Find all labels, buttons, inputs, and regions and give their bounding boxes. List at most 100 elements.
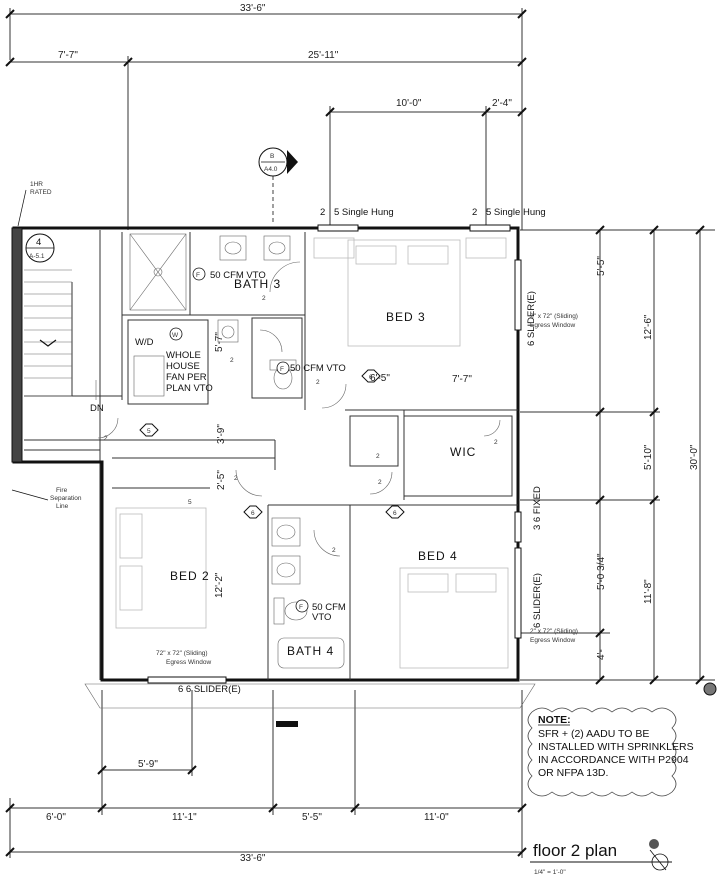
interior-walls: [24, 232, 518, 680]
int-dim-6-5: 6'-5": [370, 373, 390, 384]
dim-right-1: 5'-5": [596, 256, 607, 276]
windows: [147, 224, 522, 684]
single-hung-2: 5 Single Hung: [486, 207, 546, 218]
svg-text:6: 6: [369, 374, 373, 381]
int-dim-2-5: 2'-5": [216, 470, 227, 490]
slider-bed2: 6 6 SLIDER(E): [178, 684, 241, 695]
room-bath4: BATH 4: [287, 644, 334, 658]
single-hung-2-pre: 2: [472, 207, 477, 218]
fire-sep-2: Separation: [50, 495, 82, 502]
section-marker-top: B: [270, 153, 274, 160]
room-bed3: BED 3: [386, 310, 426, 324]
whole-house-1: WHOLE: [166, 350, 201, 361]
note-cloud: NOTE: SFR + (2) AADU TO BE INSTALLED WIT…: [527, 707, 694, 797]
title-marker-icon: [649, 839, 659, 849]
door-label-closet: 2: [376, 453, 380, 460]
dim-bottom-4: 11'-0": [424, 812, 449, 823]
door-label-bath3: 2: [262, 295, 266, 302]
room-bath3: BATH 3: [234, 277, 281, 291]
dim-top-left: 7'-7": [58, 50, 78, 61]
room-bed2: BED 2: [170, 569, 210, 583]
dim-bottom-1: 6'-0": [46, 812, 66, 823]
door-tag-stair: 5: [139, 423, 159, 437]
detail-tag-top: 4: [36, 237, 41, 248]
stair-dn-label: DN: [90, 403, 104, 414]
note-line-4: OR NFPA 13D.: [538, 767, 608, 779]
egress-bed4-1: 2" x 72" (Sliding): [530, 628, 578, 635]
door-label-bed4: 2: [378, 479, 382, 486]
window-tag-hall: 6: [361, 369, 381, 383]
door-label-closet-bed2: 5: [188, 499, 192, 506]
dim-bottom-small: 5'-9": [138, 759, 158, 770]
dimension-lines: [9, 8, 715, 858]
int-dim-5-7: 5'-7": [214, 332, 225, 352]
fan-symbols: [169, 267, 309, 613]
section-marker: B A4.0: [258, 147, 298, 224]
dim-bottom-3: 5'-5": [302, 812, 322, 823]
door-label-laundry: 2: [230, 357, 234, 364]
exterior-walls: [11, 226, 536, 709]
svg-text:6: 6: [251, 510, 255, 517]
dim-right-2: 12'-6": [643, 314, 654, 340]
dim-window-span: 10'-0": [396, 98, 422, 109]
egress-bed2-1: 72" x 72" (Sliding): [156, 650, 208, 657]
single-hung-1: 5 Single Hung: [334, 207, 394, 218]
marker-bar: [276, 721, 298, 727]
slider-bed4: 6 SLIDER(E): [532, 573, 543, 628]
vto-bath3: 50 CFM VTO: [210, 270, 266, 281]
int-dim-7-7: 7'-7": [452, 374, 472, 385]
vto-hall: 50 CFM VTO: [290, 363, 346, 374]
dim-right-7: 4'-: [596, 649, 607, 660]
dim-overall-bottom: 33'-6": [240, 853, 266, 864]
fixed-bed4: 3 6 FIXED: [532, 486, 543, 530]
door-label-bath4: 2: [332, 547, 336, 554]
note-line-1: SFR + (2) AADU TO BE: [538, 728, 649, 740]
dim-overall-top: 33'-6": [240, 3, 266, 14]
egress-bed4-2: Egress Window: [530, 637, 575, 644]
egress-bed3-1: 2" x 72" (Sliding): [530, 313, 578, 320]
fire-sep-1: Fire: [56, 487, 68, 494]
dim-right-4: 30'-0": [689, 444, 700, 470]
single-hung-1-pre: 2: [320, 207, 325, 218]
detail-tag-bottom: A-5.1: [29, 253, 45, 260]
slider-bed3: 6 SLIDER(E): [526, 291, 537, 346]
fire-sep-3: Line: [56, 503, 69, 510]
door-label-wic: 2: [494, 439, 498, 446]
plan-title: floor 2 plan: [533, 841, 617, 860]
whole-house-3: FAN PER: [166, 372, 207, 383]
egress-bed3-2: Egress Window: [530, 322, 575, 329]
door-label-bed2: 2: [234, 475, 238, 482]
note-line-2: INSTALLED WITH SPRINKLERS: [538, 741, 694, 753]
washer-icon: W: [172, 332, 179, 339]
whole-house-4: PLAN VTO: [166, 383, 213, 394]
room-bed4: BED 4: [418, 549, 458, 563]
dim-window-span2: 2'-4": [492, 98, 512, 109]
window-tag-bed2: 6: [243, 505, 263, 519]
shower: [129, 233, 187, 311]
vto-bath4-1: 50 CFM: [312, 602, 346, 613]
room-wd: W/D: [135, 337, 154, 348]
title-block: floor 2 plan 1/4" = 1'-0": [530, 839, 672, 876]
dim-right-5: 5'-0 3/4": [596, 553, 607, 590]
detail-tag: 4 A-5.1: [25, 233, 55, 263]
door-swings: [97, 261, 501, 557]
dim-bottom-2: 11'-1": [172, 812, 197, 823]
furniture: [115, 237, 509, 669]
plan-scale: 1/4" = 1'-0": [534, 869, 566, 876]
egress-bed2-2: Egress Window: [166, 659, 211, 666]
fan-icon-bath3: F: [196, 272, 200, 279]
int-dim-12-2: 12'-2": [214, 572, 225, 598]
whole-house-2: HOUSE: [166, 361, 200, 372]
svg-text:5: 5: [147, 428, 151, 435]
int-dim-3-9: 3'-9": [216, 424, 227, 444]
north-arrow-icon: [651, 853, 669, 871]
stairs: [24, 269, 97, 400]
dim-right-6: 11'-8": [643, 579, 654, 604]
door-label-stair: 2: [104, 435, 108, 442]
dim-top-right: 25'-11": [308, 50, 339, 61]
grid-marker-icon: [703, 682, 717, 696]
room-wic: WIC: [450, 445, 476, 459]
hr-rated-1: 1HR: [30, 181, 43, 188]
fan-icon-hall: F: [280, 366, 284, 373]
